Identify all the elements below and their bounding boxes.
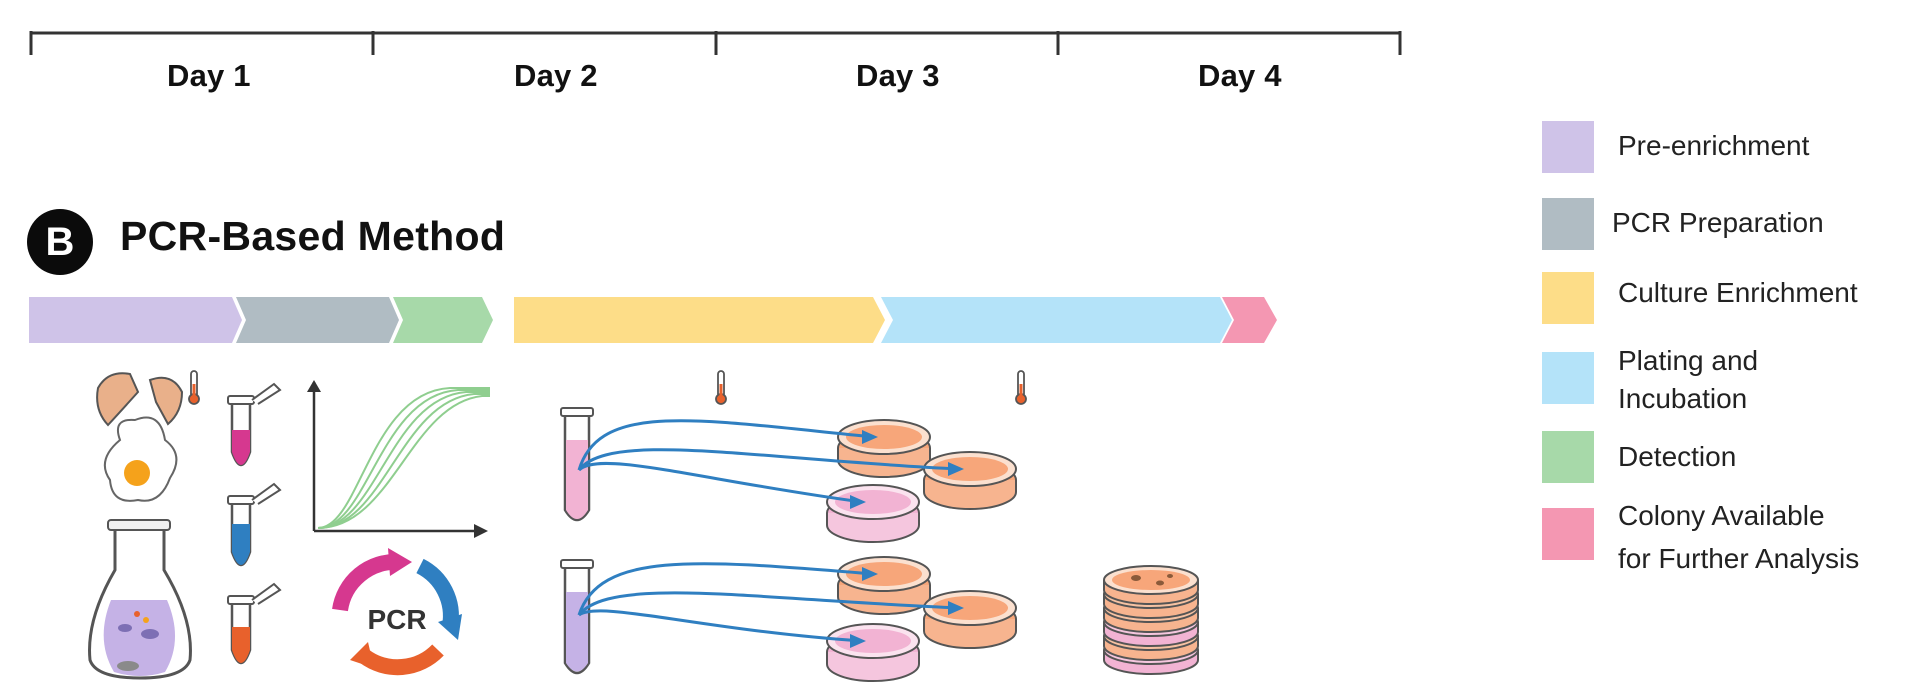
petri-dish-icon [923, 590, 1017, 649]
pcr-tube-icon [227, 482, 282, 567]
legend-swatch-culture-enrichment [1542, 272, 1594, 324]
section-badge: B [27, 209, 93, 275]
flask-icon [88, 519, 192, 680]
stage-pre-enrichment [29, 297, 242, 343]
petri-dish-icon [923, 451, 1017, 510]
legend-swatch-plating-incubation [1542, 352, 1594, 404]
egg-icon [96, 372, 184, 502]
legend-swatch-pre-enrichment [1542, 121, 1594, 173]
petri-dish-icon [837, 556, 931, 615]
stage-detection [393, 297, 493, 343]
pcr-tube-icon [227, 582, 282, 665]
stage-pcr-preparation [236, 297, 399, 343]
transfer-arrow-heads [850, 430, 964, 648]
petri-dish-icon [826, 623, 920, 682]
thermometer-icon [188, 370, 200, 405]
pcr-tube-icon [227, 382, 282, 467]
legend-label: PCR Preparation [1612, 207, 1824, 238]
stage-bar [29, 297, 1277, 343]
section-title: PCR-Based Method [120, 213, 506, 259]
plate-stack-icon [1103, 565, 1199, 675]
stage-plating-incubation [881, 297, 1232, 343]
legend-label: Plating and [1618, 345, 1759, 376]
pcr-cycle-label: PCR [367, 604, 426, 635]
petri-dish-icon [826, 484, 920, 543]
legend-swatch-pcr-preparation [1542, 198, 1594, 250]
legend-label: Colony Available [1618, 500, 1825, 531]
day-label: Day 2 [514, 58, 598, 93]
timeline-ruler [29, 31, 1402, 55]
thermometer-icon [1015, 370, 1027, 405]
legend-label: Detection [1618, 441, 1737, 472]
stage-culture-enrichment [514, 297, 885, 343]
petri-dish-icon [837, 419, 931, 478]
culture-tube-icon [560, 559, 594, 675]
legend-label: Culture Enrichment [1618, 277, 1858, 308]
legend-label: Incubation [1618, 383, 1748, 414]
legend-label: for Further Analysis [1618, 543, 1860, 574]
stage-colony-available [1222, 297, 1277, 343]
pcr-cycle-icon: PCR [332, 548, 462, 676]
legend-swatch-detection [1542, 431, 1594, 483]
day-label: Day 3 [856, 58, 940, 93]
legend-swatch-colony-available [1542, 508, 1594, 560]
amplification-curve-icon [307, 380, 490, 538]
transfer-arrow-icon [577, 419, 961, 643]
day-label: Day 1 [167, 58, 251, 93]
thermometer-icon [715, 370, 727, 405]
day-label: Day 4 [1198, 58, 1282, 93]
legend-label: Pre-enrichment [1618, 130, 1810, 161]
